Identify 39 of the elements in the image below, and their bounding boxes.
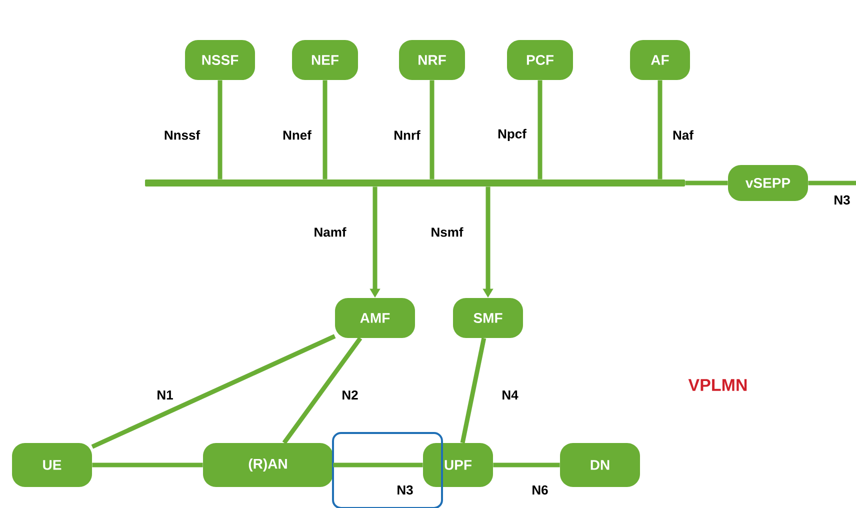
connector <box>322 80 328 180</box>
connector <box>333 462 423 468</box>
edge-label: N6 <box>530 484 550 496</box>
function-box: NSSF <box>185 40 255 80</box>
edge-label: Nnssf <box>162 129 202 141</box>
edge-label: Naf <box>672 129 694 141</box>
function-box: DN <box>560 442 640 487</box>
function-box: SMF <box>453 298 523 338</box>
function-box: AF <box>630 40 690 80</box>
edge-label: N2 <box>340 389 360 401</box>
connector <box>493 462 560 468</box>
connector <box>460 338 486 444</box>
connector <box>808 180 856 186</box>
connector <box>91 334 336 449</box>
function-box: UE <box>12 442 92 487</box>
function-box: vSEPP <box>728 165 808 201</box>
connector <box>658 80 662 180</box>
connector <box>218 80 222 180</box>
function-box: (R)AN <box>203 442 333 487</box>
edge-label: Nnef <box>282 129 312 141</box>
function-box: PCF <box>507 40 573 80</box>
connector <box>282 336 362 444</box>
function-box: NEF <box>292 40 358 80</box>
edge-label: Nsmf <box>430 226 464 238</box>
function-box: NRF <box>399 40 465 80</box>
edge-label: Nnrf <box>392 129 422 141</box>
edge-label: Namf <box>312 226 348 238</box>
edge-label: N4 <box>500 390 520 400</box>
edge-label: N3 <box>396 484 414 496</box>
edge-label: Npcf <box>496 128 528 142</box>
edge-label: N3 <box>832 194 852 206</box>
function-box: UPF <box>423 442 493 487</box>
connector <box>685 180 728 186</box>
edge-label: N1 <box>156 390 174 400</box>
network-label: VPLMN <box>688 379 747 391</box>
function-box: AMF <box>335 298 415 338</box>
connector <box>430 80 434 180</box>
connector <box>538 80 542 180</box>
connector <box>92 462 203 468</box>
